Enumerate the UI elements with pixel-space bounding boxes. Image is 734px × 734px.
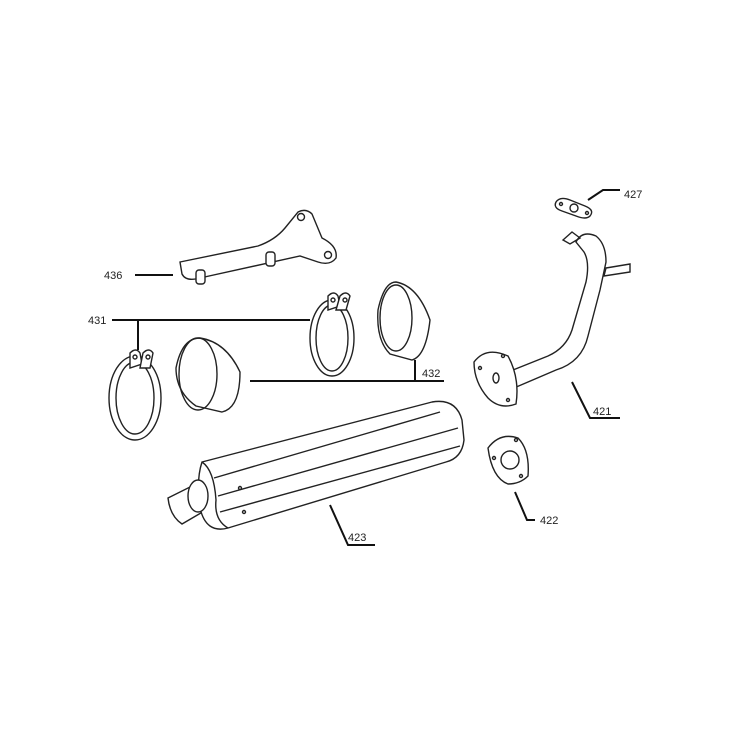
- label-432: 432: [422, 368, 440, 380]
- label-421: 421: [593, 406, 611, 418]
- leader-422: [514, 491, 535, 521]
- label-427: 427: [624, 189, 642, 201]
- part-421-exhaust-pipe: [473, 231, 631, 407]
- part-432-sleeve-lower: [175, 337, 241, 413]
- label-436: 436: [104, 270, 122, 282]
- part-436-bracket: [179, 209, 337, 285]
- leader-423: [329, 504, 375, 546]
- label-423: 423: [348, 532, 366, 544]
- label-422: 422: [540, 515, 558, 527]
- label-431: 431: [88, 315, 106, 327]
- part-423-muffler: [167, 400, 465, 530]
- part-432-sleeve-upper: [377, 281, 431, 361]
- part-422-flange-gasket: [487, 435, 529, 485]
- part-431-clamp-upper: [309, 292, 355, 377]
- leader-421: [571, 381, 620, 419]
- leader-427: [587, 189, 620, 201]
- part-431-clamp-lower: [108, 349, 162, 441]
- part-427-gasket: [554, 197, 593, 219]
